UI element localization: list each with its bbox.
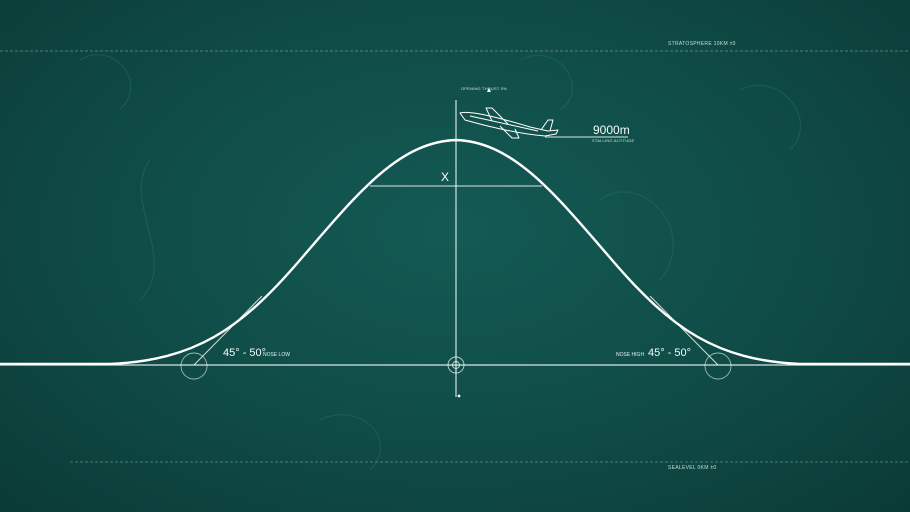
- exit-tangent-line: [649, 295, 719, 366]
- parabolic-flight-path: [0, 138, 910, 366]
- chalk-smudges: [79, 54, 802, 471]
- exit-point-circle: [704, 352, 732, 380]
- altitude-value: 9000m: [593, 123, 630, 137]
- crosshair-icon: [447, 356, 465, 374]
- entry-angle-note: NOSE LOW: [263, 352, 290, 358]
- entry-point-circle: [180, 352, 208, 380]
- entry-tangent-line: [193, 295, 263, 366]
- cargo-jet-icon: [459, 107, 559, 139]
- entry-angle-value: 45° - 50°: [223, 347, 267, 359]
- stratosphere-label: STRATOSPHERE 10KM ±0: [668, 41, 736, 47]
- apex-x-marker: X: [441, 170, 450, 184]
- plane-caption: OPENING THRUST 0%: [461, 86, 507, 91]
- caption-marker: [487, 88, 491, 92]
- exit-angle-value: 45° - 50°: [648, 347, 692, 359]
- exit-angle-note: NOSE HIGH: [616, 352, 645, 358]
- sealevel-label: SEALEVEL 0KM ±0: [668, 465, 717, 471]
- axis-end-dot: [457, 394, 461, 398]
- altitude-caption: STALLING ALTITUDE: [592, 138, 635, 143]
